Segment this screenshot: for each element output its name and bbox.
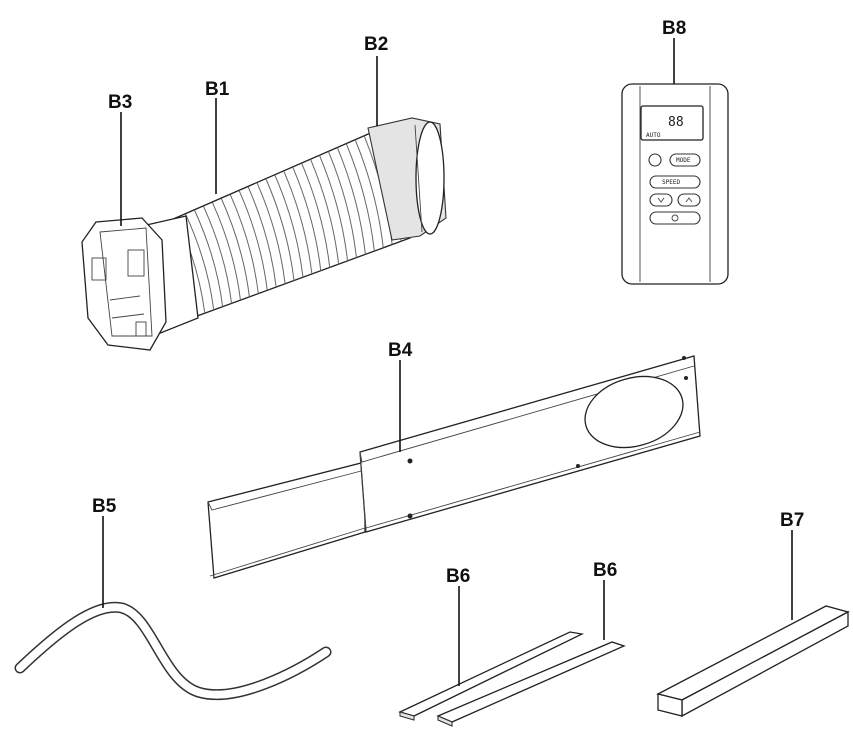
remote-mode-button[interactable]	[669, 153, 701, 167]
remote-speed-button[interactable]	[649, 175, 701, 189]
hose-rib	[247, 186, 277, 288]
remote-down-button[interactable]	[649, 193, 673, 207]
remote-lcd-digits: 88	[668, 115, 684, 130]
hose-rib	[292, 167, 322, 271]
power-icon	[671, 214, 679, 222]
label-b8: B8	[662, 18, 686, 39]
remote-control: 88 AUTO MODE SPEED	[621, 83, 729, 285]
nozzle-adapter-rim	[415, 121, 445, 235]
hose-rib	[220, 198, 250, 297]
remote-lcd	[640, 105, 704, 141]
hose-rib	[229, 194, 259, 294]
hose-rib	[256, 182, 286, 284]
remote-speed-label: SPEED	[662, 179, 680, 186]
label-b1: B1	[205, 79, 230, 100]
hose-rib	[354, 139, 384, 248]
hose-rib	[301, 163, 331, 268]
window-adapter	[81, 217, 167, 351]
foam-strips	[398, 631, 626, 727]
remote-power-small-button[interactable]	[648, 153, 662, 167]
hose-rib	[212, 202, 241, 301]
hose-rib	[283, 170, 313, 275]
hose-rib	[336, 147, 366, 255]
leader-lines	[102, 38, 793, 686]
slider-panel-left	[207, 461, 366, 579]
hose-rib	[345, 143, 375, 252]
exhaust-hose-assembly	[81, 117, 447, 351]
label-b6-left: B6	[446, 566, 470, 587]
remote-mode-label: MODE	[676, 157, 691, 164]
hose-rib	[319, 155, 349, 261]
label-b4: B4	[388, 340, 413, 361]
foam-bar-top	[656, 605, 850, 701]
chevron-down-icon	[657, 197, 665, 203]
hose-rib	[328, 151, 357, 258]
foam-bar-end	[657, 693, 683, 717]
chevron-up-icon	[685, 197, 693, 203]
hose-rib	[203, 206, 233, 304]
part-labels: B1 B2 B3 B4 B5 B6 B6 B7 B8	[92, 18, 804, 587]
slider-exhaust-opening	[584, 375, 684, 449]
window-slider-kit	[207, 355, 701, 579]
label-b3: B3	[108, 92, 132, 113]
foam-bar-front	[681, 610, 849, 718]
hose-rib	[185, 214, 215, 310]
remote-lcd-mode: AUTO	[646, 132, 661, 139]
hose-rib	[310, 159, 340, 265]
remote-up-button[interactable]	[677, 193, 701, 207]
remote-power-button[interactable]	[649, 211, 701, 225]
hose-rib	[274, 174, 304, 278]
label-b7: B7	[780, 510, 804, 531]
hose-rib	[265, 178, 295, 281]
hose-rib	[238, 190, 268, 291]
label-b2: B2	[364, 34, 388, 55]
hose-rib	[194, 210, 224, 307]
foam-seal	[14, 601, 332, 701]
label-b5: B5	[92, 496, 117, 517]
label-b6-right: B6	[593, 560, 617, 581]
foam-bar	[656, 605, 850, 718]
